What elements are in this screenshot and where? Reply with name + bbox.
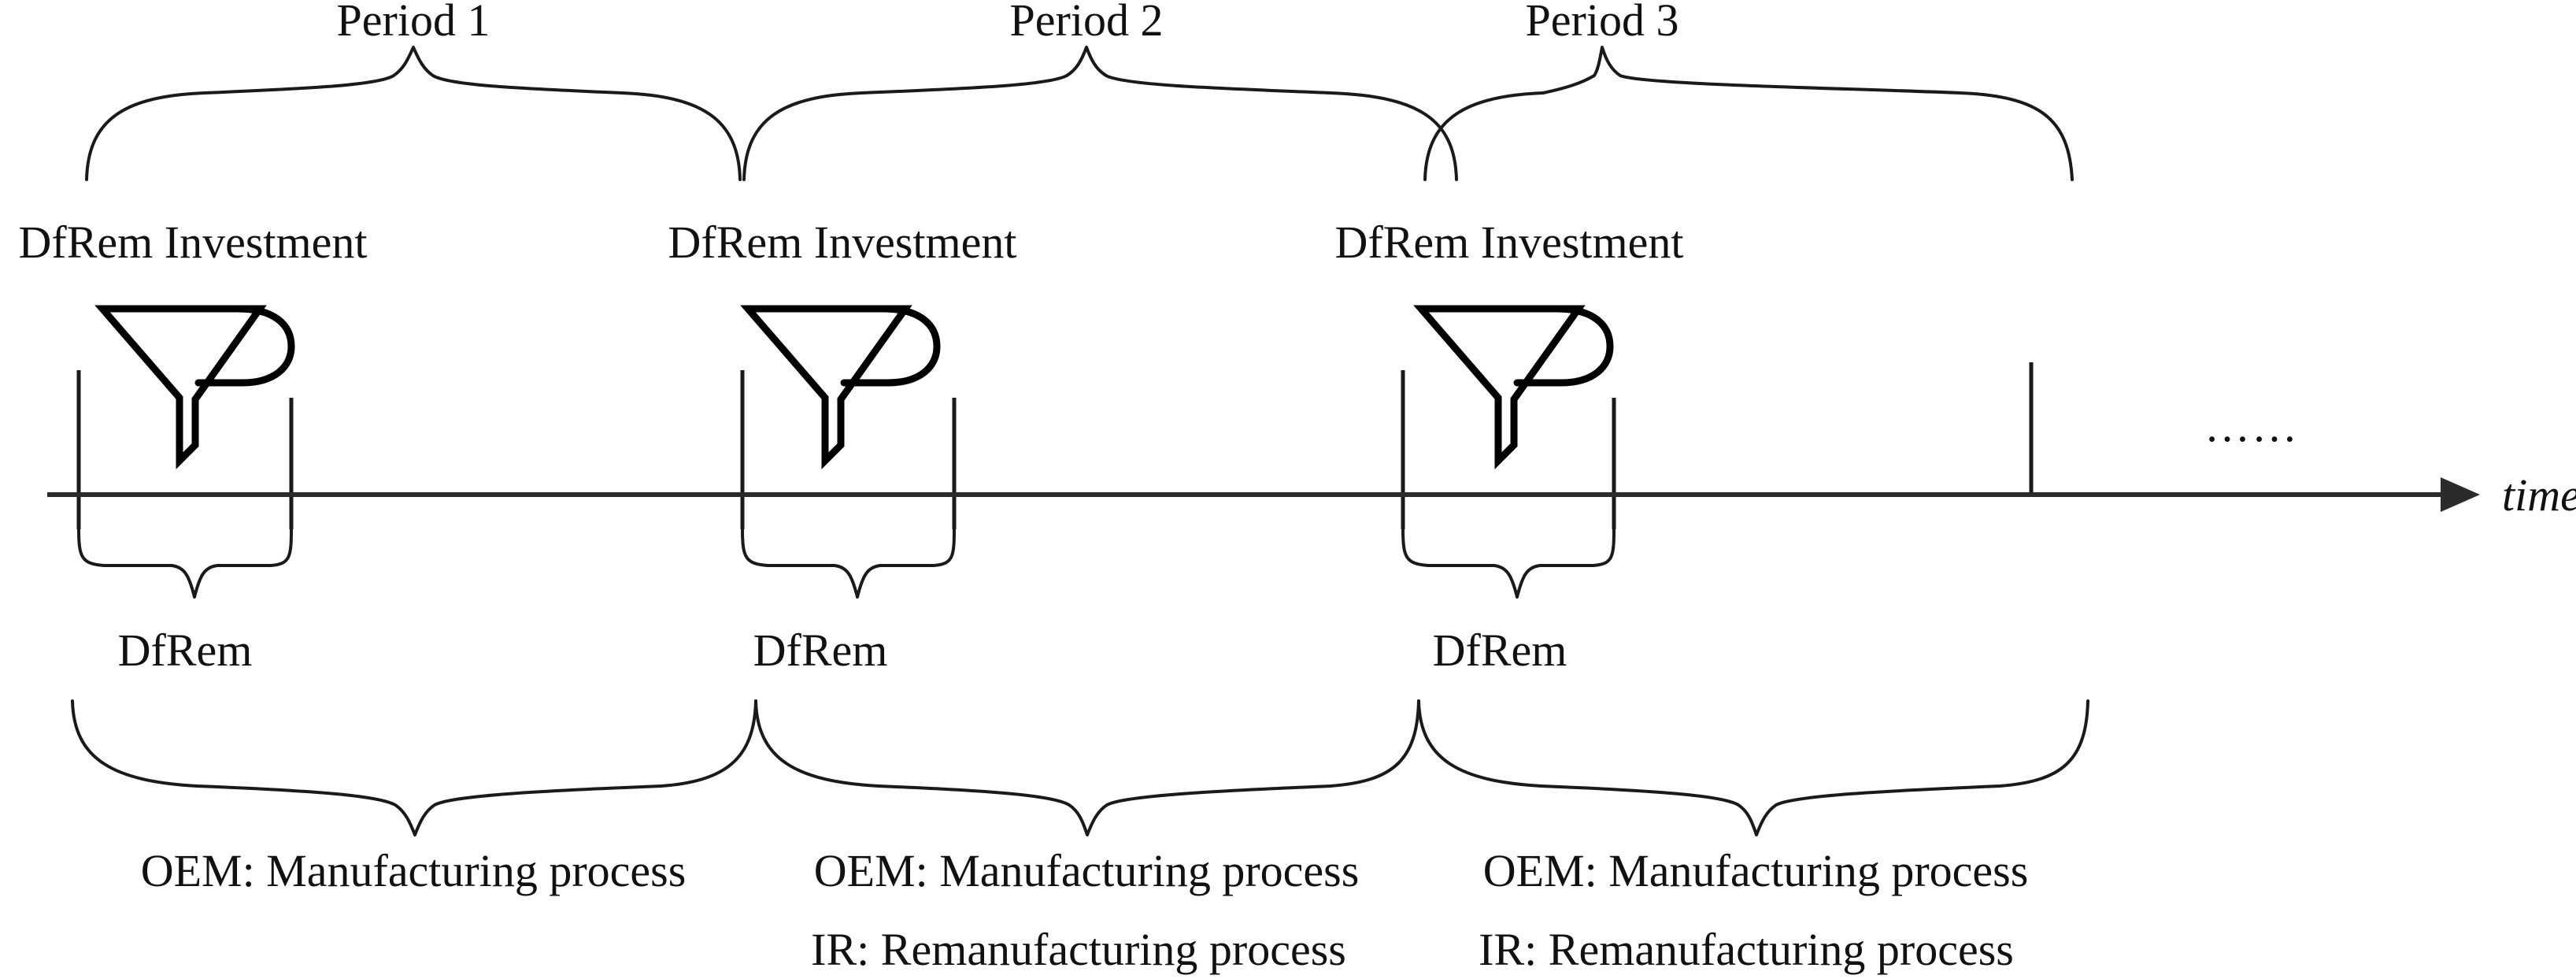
investment-label-3: DfRem Investment <box>1335 217 1684 268</box>
bottom-brace-group-1 <box>71 699 757 836</box>
top-brace-2 <box>742 46 1458 181</box>
ellipsis-label: …… <box>2204 400 2299 451</box>
process-label-2-line-1: OEM: Manufacturing process <box>814 845 1360 896</box>
investment-label-2: DfRem Investment <box>668 217 1017 268</box>
funnel-icon <box>94 305 295 469</box>
period-label-1: Period 1 <box>337 0 490 46</box>
dfrem-label-2: DfRem <box>753 625 888 676</box>
process-label-3-line-2: IR: Remanufacturing process <box>1479 924 2014 975</box>
top-brace-group-2 <box>742 46 1458 181</box>
period-label-3: Period 3 <box>1526 0 1679 46</box>
dfrem-label-3: DfRem <box>1433 625 1567 676</box>
bottom-brace-2 <box>754 699 1420 836</box>
period-tick-group-2 <box>740 370 957 599</box>
top-brace-group-1 <box>85 46 742 181</box>
bottom-brace-group-2 <box>754 699 1420 836</box>
funnel-icon <box>1413 305 1614 469</box>
bottom-brace-3 <box>1417 699 2089 836</box>
period-tick-group-1 <box>76 370 294 599</box>
top-brace-group-3 <box>1423 46 2074 181</box>
period-tick-group-3 <box>1401 370 1616 599</box>
top-brace-1 <box>85 46 742 181</box>
period-label-2: Period 2 <box>1010 0 1164 46</box>
process-label-1-line-1: OEM: Manufacturing process <box>141 845 687 896</box>
process-label-2-line-2: IR: Remanufacturing process <box>811 924 1346 975</box>
top-brace-3 <box>1423 46 2074 181</box>
bottom-brace-1 <box>71 699 757 836</box>
time-axis <box>47 477 2480 512</box>
dfrem-label-1: DfRem <box>118 625 253 676</box>
process-label-3-line-1: OEM: Manufacturing process <box>1483 845 2029 896</box>
investment-label-1: DfRem Investment <box>19 217 368 268</box>
time-axis-label: time <box>2502 469 2576 521</box>
bottom-brace-group-3 <box>1417 699 2089 836</box>
funnel-icon <box>740 305 941 469</box>
arrow-right-icon <box>2441 477 2480 512</box>
